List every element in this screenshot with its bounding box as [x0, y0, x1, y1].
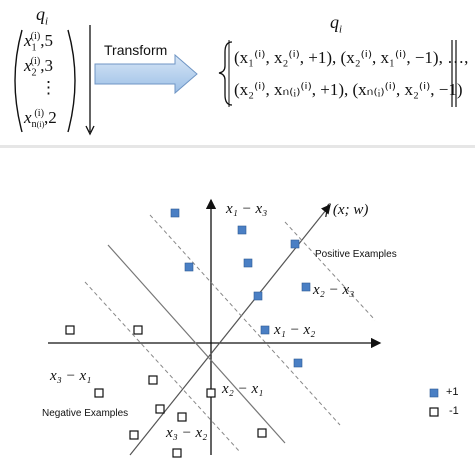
- positive-point: [290, 239, 300, 249]
- vector-title: qi: [36, 4, 48, 28]
- negative-point: [172, 448, 182, 458]
- negative-point: [94, 388, 104, 398]
- diff-label-x1-x3: x₁ − x₃: [226, 201, 268, 217]
- positive-point: [301, 282, 311, 292]
- negative-examples-label: Negative Examples: [42, 408, 129, 419]
- vector-entry-n: xn(i)(i),2: [24, 108, 57, 131]
- set-row-1: (x₁⁽ⁱ⁾, x₂⁽ⁱ⁾, +1), (x₂⁽ⁱ⁾, x₁⁽ⁱ⁾, −1), …: [234, 48, 469, 67]
- positive-point: [237, 225, 247, 235]
- legend-positive-label: +1: [446, 386, 459, 398]
- positive-points: [170, 208, 311, 368]
- negative-point: [129, 430, 139, 440]
- margin-line-upper: [149, 214, 341, 426]
- decision-boundary: [107, 244, 286, 444]
- sort-arrow-head: [85, 125, 95, 136]
- set-left-brace: [218, 41, 233, 106]
- positive-point: [170, 208, 180, 218]
- negative-point: [65, 325, 75, 335]
- vector-ellipsis: ⋮: [40, 78, 57, 97]
- negative-points: [65, 325, 267, 458]
- set-row-2: (x₂⁽ⁱ⁾, xₙ₍ᵢ₎⁽ⁱ⁾, +1), (xₙ₍ᵢ₎⁽ⁱ⁾, x₂⁽ⁱ⁾,…: [234, 80, 463, 99]
- margin-line-far: [284, 221, 376, 321]
- function-label: f (x; w): [325, 202, 369, 218]
- negative-point: [148, 375, 158, 385]
- transform-label: Transform: [104, 42, 168, 58]
- diff-label-x3-x2: x₃ − x₂: [166, 425, 208, 441]
- diff-label-x2-x1: x₂ − x₁: [222, 381, 264, 397]
- legend-negative-marker: [429, 407, 439, 417]
- transform-graphics: [14, 25, 457, 136]
- legend-negative-label: -1: [449, 405, 459, 417]
- vector-right-paren: [67, 29, 76, 133]
- vector-left-paren: [14, 29, 23, 133]
- diff-label-x3-x1: x₃ − x₁: [50, 368, 92, 384]
- positive-examples-label: Positive Examples: [315, 249, 397, 260]
- positive-point: [253, 291, 263, 301]
- transform-panel: qi x1(i),5 x2(i),3 ⋮ xn(i)(i),2 Transfor…: [0, 0, 475, 145]
- positive-point: [260, 325, 270, 335]
- positive-point: [184, 262, 194, 272]
- panel-divider: [0, 145, 475, 148]
- legend-positive-marker: [429, 388, 439, 398]
- positive-point: [293, 358, 303, 368]
- set-title: qi: [330, 12, 342, 36]
- vector-entry-2: x2(i),3: [24, 56, 54, 79]
- negative-point: [177, 412, 187, 422]
- negative-point: [206, 388, 216, 398]
- negative-point: [257, 428, 267, 438]
- transform-arrow-icon: [94, 53, 198, 95]
- margin-line-lower: [84, 281, 241, 453]
- diff-label-x2-x3: x₂ − x₃: [313, 282, 355, 298]
- vector-entry-1: x1(i),5: [24, 31, 54, 54]
- negative-point: [155, 404, 165, 414]
- positive-point: [243, 258, 253, 268]
- diff-label-x1-x2: x₁ − x₂: [274, 322, 316, 338]
- negative-point: [133, 325, 143, 335]
